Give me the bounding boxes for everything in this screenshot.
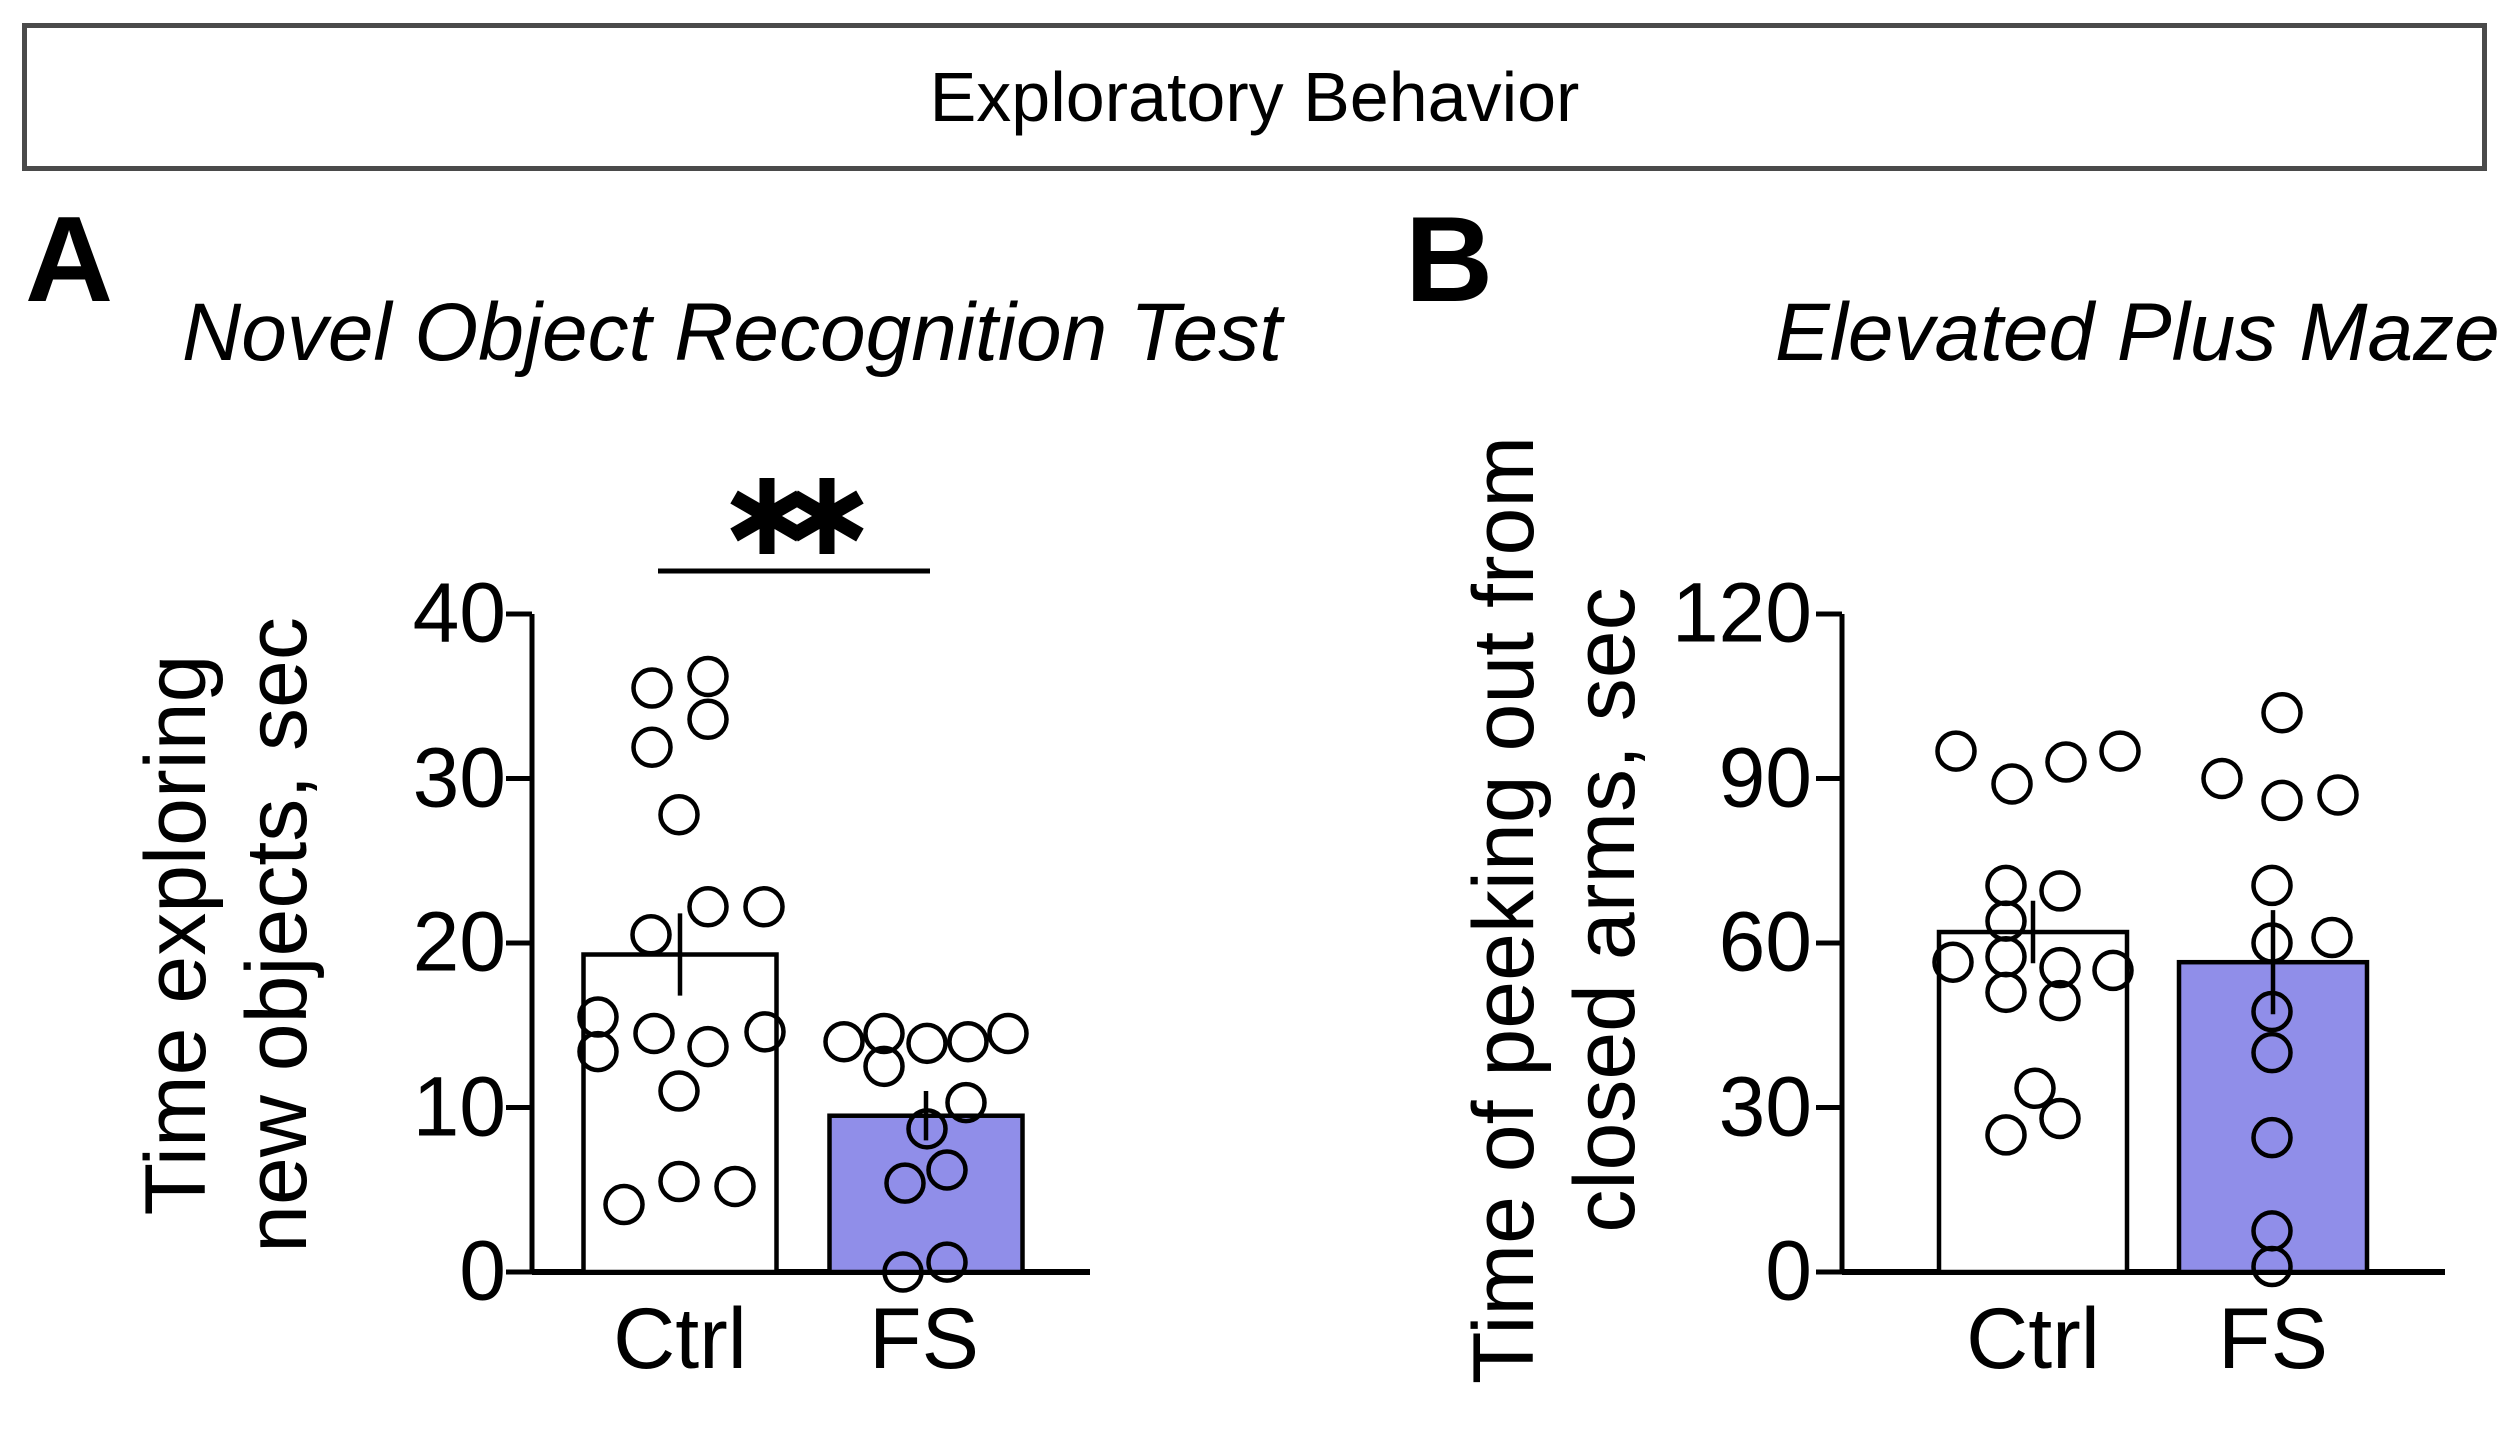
panel-b-letter: B — [1405, 191, 1494, 327]
panel-b-bar-fs-data-point — [2317, 774, 2359, 816]
panel-b-bar-fs-data-point — [2251, 1245, 2293, 1288]
panel-a-bar-ctrl-data-point — [687, 1025, 729, 1068]
panel-b-category-ctrl: Ctrl — [1966, 1291, 2100, 1387]
panel-b-bar-ctrl-data-point — [2014, 1067, 2056, 1110]
panel-a-letter: A — [25, 191, 114, 327]
panel-a-bar-ctrl-data-point — [744, 1011, 786, 1053]
panel-a-ytick-10: 10 — [412, 1059, 506, 1154]
figure-header-title: Exploratory Behavior — [929, 58, 1580, 136]
panel-b-ytick-30: 30 — [1718, 1059, 1812, 1154]
panel-b-bar-ctrl-data-point — [2092, 949, 2134, 992]
panel-a-bar-ctrl-data-point — [631, 667, 673, 709]
panel-b-ytick-120: 120 — [1671, 565, 1812, 660]
panel-b-bar-fs-data-point — [2251, 1031, 2293, 1074]
panel-b-bar-ctrl-data-point — [2045, 741, 2087, 783]
panel-b-bar-ctrl-data-point — [1932, 941, 1974, 983]
panel-a-bar-ctrl-data-point — [687, 655, 729, 698]
panel-b-ytick-90: 90 — [1718, 730, 1812, 825]
panel-b-bar-ctrl-data-point — [1935, 730, 1977, 772]
panel-a-title: Novel Object Recognition Test — [182, 287, 1282, 378]
panel-a-bar-fs-data-point — [863, 1012, 905, 1055]
panel-a-ytick-20: 20 — [412, 894, 506, 989]
panel-b-bar-fs-data-point — [2201, 757, 2243, 800]
panel-a-ytick-40: 40 — [412, 565, 506, 660]
panel-a-bar-ctrl-data-point — [658, 1160, 700, 1203]
panel-a-bar-ctrl-data-point — [577, 1030, 619, 1073]
panel-b-bar-ctrl-data-point — [1991, 763, 2033, 805]
panel-b-bar-ctrl-data-point — [2039, 870, 2081, 912]
panel-b-bar-fs-data-point — [2251, 864, 2293, 907]
panel-a-bar-fs-data-point — [882, 1251, 924, 1293]
panel-b-bar-ctrl-data-point — [2039, 1097, 2081, 1140]
panel-a-bar-ctrl-data-point — [714, 1165, 756, 1208]
panel-b-ytick-0: 0 — [1765, 1223, 1812, 1318]
panel-b-bar-ctrl-data-point — [1985, 864, 2027, 907]
panel-a-bar-ctrl-data-point — [687, 886, 729, 928]
panel-a-bar-fs-data-point — [947, 1020, 989, 1063]
panel-a-bar-fs-data-point — [906, 1022, 948, 1065]
panel-b-bar-ctrl-data-point — [1985, 1114, 2027, 1156]
panel-b-ytick-60: 60 — [1718, 894, 1812, 989]
panel-a-significance-asterisk — [790, 490, 864, 542]
panel-a-bar-ctrl-data-point — [658, 793, 700, 836]
panel-a-bar-fs-data-point — [884, 1162, 926, 1204]
panel-a-bar-fs-data-point — [926, 1241, 968, 1283]
panel-b-bar-ctrl-data-point — [2099, 730, 2141, 772]
panel-a-bar-ctrl-data-point — [631, 726, 673, 768]
panel-b-bar-ctrl-data-point — [2039, 946, 2081, 989]
panel-b-bar-ctrl-data-point — [1985, 971, 2027, 1014]
panel-b-bar-fs-data-point — [2311, 916, 2353, 959]
panel-a-bar-ctrl-data-point — [603, 1183, 645, 1226]
panel-b-bar-fs-data-point — [2251, 922, 2293, 964]
panel-a-bar-fs-data-point — [945, 1081, 987, 1124]
figure-header: Exploratory Behavior — [22, 23, 2487, 171]
panel-b-category-fs: FS — [2218, 1291, 2328, 1387]
panel-a-ytick-0: 0 — [459, 1223, 506, 1318]
panel-b-bar-fs-data-point — [2261, 691, 2303, 734]
panel-b-bar-fs-data-point — [2251, 990, 2293, 1033]
panel-b-bar-fs-data-point — [2261, 779, 2303, 822]
panel-a-ytick-30: 30 — [412, 730, 506, 825]
panel-a-category-ctrl: Ctrl — [613, 1291, 747, 1387]
panel-b-bar-fs-data-point — [2251, 1116, 2293, 1159]
panel-a-bar-fs-data-point — [823, 1020, 865, 1063]
panel-a-bar-ctrl-data-point — [743, 886, 785, 928]
panel-a-bar-ctrl-data-point — [633, 1012, 675, 1055]
panel-a-bar-fs-data-point — [987, 1012, 1029, 1055]
panel-a-bar-ctrl-data-point — [577, 996, 619, 1038]
panel-a-category-fs: FS — [869, 1291, 979, 1387]
panel-a-bar-ctrl-data-point — [687, 698, 729, 741]
panel-a-bar-fs — [827, 1113, 1025, 1275]
panel-a-bar-fs-data-point — [863, 1045, 905, 1088]
panel-b-title: Elevated Plus Maze — [1775, 287, 2500, 378]
panel-a-bar-fs-data-point — [906, 1108, 948, 1150]
panel-a-bar-ctrl-data-point — [630, 914, 672, 956]
panel-a-bar-fs-data-point — [926, 1149, 968, 1191]
panel-b-bar-ctrl-data-point — [2039, 979, 2081, 1022]
panel-a-bar-ctrl-data-point — [658, 1070, 700, 1112]
panel-a-significance-asterisk — [730, 490, 804, 542]
